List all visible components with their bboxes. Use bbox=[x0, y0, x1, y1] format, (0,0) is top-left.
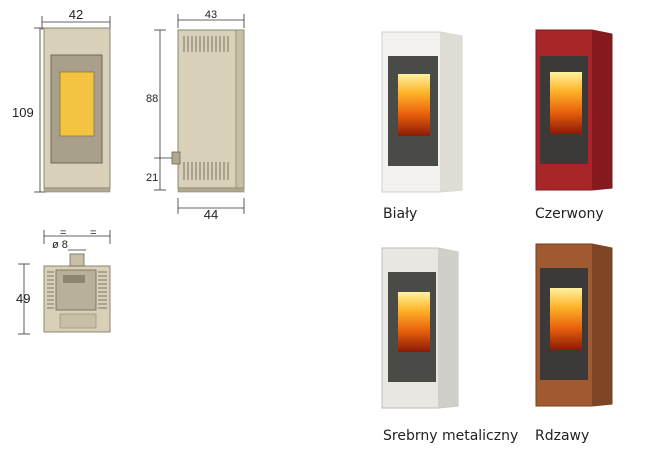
variant-label-srebrny-metaliczny: Srebrny metaliczny bbox=[383, 428, 519, 444]
top-view: = = ø 8 49 bbox=[16, 227, 111, 335]
stove-variant-rdzawy[interactable] bbox=[535, 243, 613, 407]
side-top-label: 43 bbox=[205, 9, 217, 21]
variant-label-rdzawy: Rdzawy bbox=[535, 428, 590, 444]
side-height-label: 88 bbox=[146, 93, 158, 105]
stove-variant-bialy[interactable] bbox=[381, 31, 463, 193]
variant-label-bialy: Biały bbox=[383, 206, 418, 222]
front-height-label: 109 bbox=[12, 105, 34, 120]
front-view: 42 109 bbox=[12, 7, 111, 193]
top-depth-label: 49 bbox=[16, 291, 30, 306]
stove-variant-czerwony[interactable] bbox=[535, 29, 613, 191]
stove-variant-srebrny-metaliczny[interactable] bbox=[381, 247, 459, 409]
svg-text:=: = bbox=[60, 227, 66, 239]
side-lower-label: 21 bbox=[146, 172, 158, 184]
variant-label-czerwony: Czerwony bbox=[535, 206, 604, 222]
side-view: 43 88 21 44 bbox=[146, 9, 245, 222]
svg-text:=: = bbox=[90, 227, 96, 239]
pipe-diameter-label: ø 8 bbox=[52, 239, 68, 251]
side-bottom-label: 44 bbox=[204, 207, 218, 222]
front-width-label: 42 bbox=[69, 7, 83, 22]
